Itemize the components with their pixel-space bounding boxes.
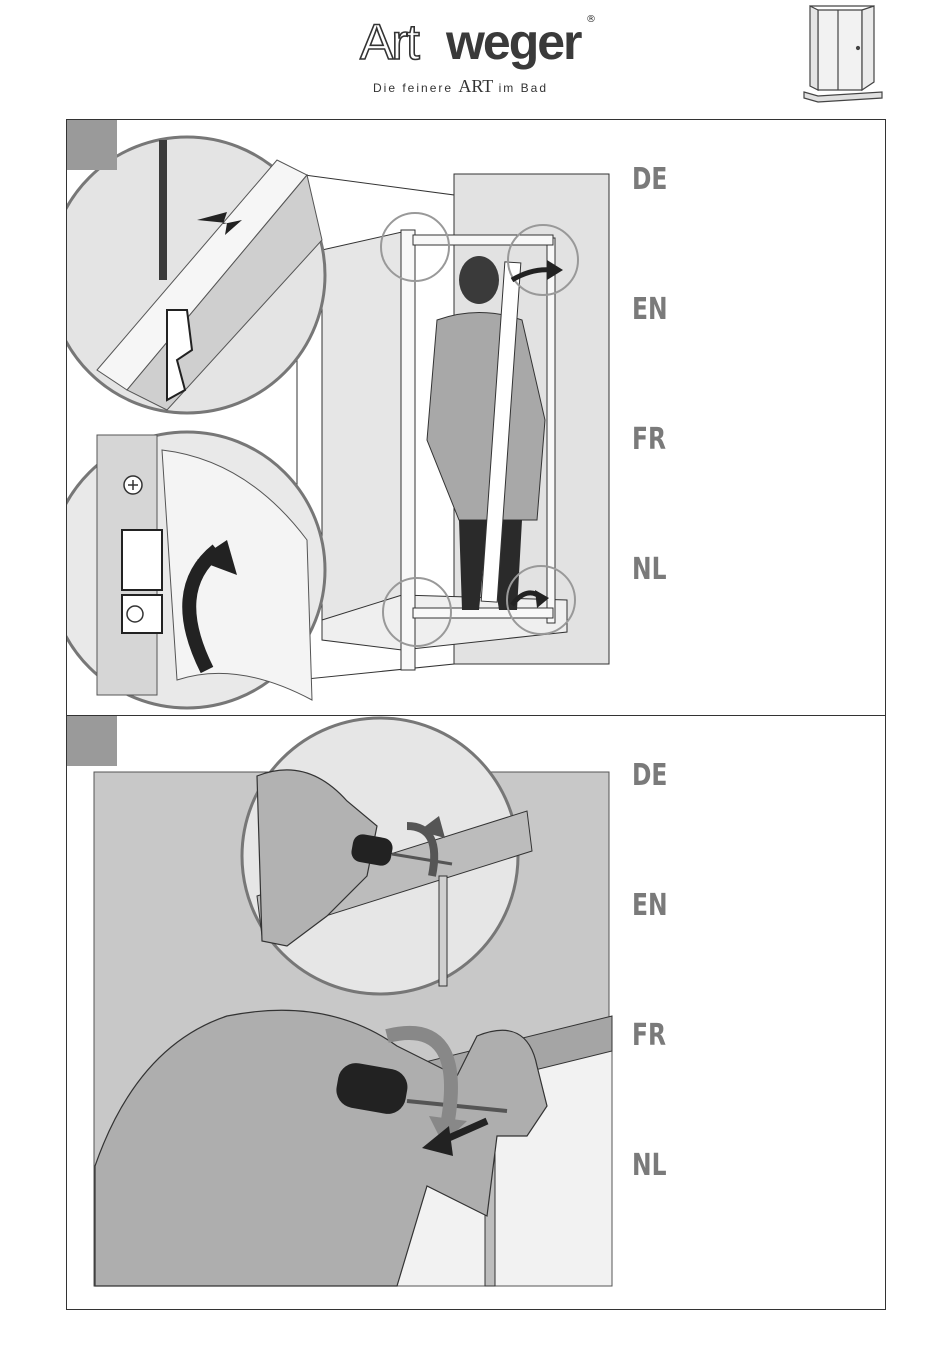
tagline: Die feinere ART im Bad xyxy=(373,76,613,97)
registered-mark: ® xyxy=(586,14,596,25)
step-2-illustration xyxy=(67,716,627,1306)
step-number-box xyxy=(67,716,117,766)
instruction-step-1: DE EN FR NL xyxy=(66,119,886,716)
shower-enclosure-icon xyxy=(798,2,888,106)
language-column: DE EN FR NL xyxy=(632,716,872,1309)
language-code-en: EN xyxy=(632,888,668,923)
logo-art-text: Art xyxy=(360,12,418,72)
language-code-de: DE xyxy=(632,162,667,197)
page-header: Art weger ® Die feinere ART im Bad xyxy=(0,0,950,115)
language-column: DE EN FR NL xyxy=(632,120,872,715)
tagline-before: Die feinere xyxy=(373,81,453,95)
step-1-illustration xyxy=(67,120,627,715)
language-code-en: EN xyxy=(632,292,668,327)
tagline-after: im Bad xyxy=(499,81,548,95)
tagline-art: ART xyxy=(458,76,493,96)
language-code-fr: FR xyxy=(632,422,666,457)
artweger-logo: Art weger ® xyxy=(360,12,600,72)
instruction-step-2: DE EN FR NL xyxy=(66,715,886,1310)
language-code-nl: NL xyxy=(632,552,667,587)
language-code-fr: FR xyxy=(632,1018,666,1053)
step-number-box xyxy=(67,120,117,170)
language-code-nl: NL xyxy=(632,1148,667,1183)
language-code-de: DE xyxy=(632,758,667,793)
logo-weger-text: weger xyxy=(446,12,581,72)
